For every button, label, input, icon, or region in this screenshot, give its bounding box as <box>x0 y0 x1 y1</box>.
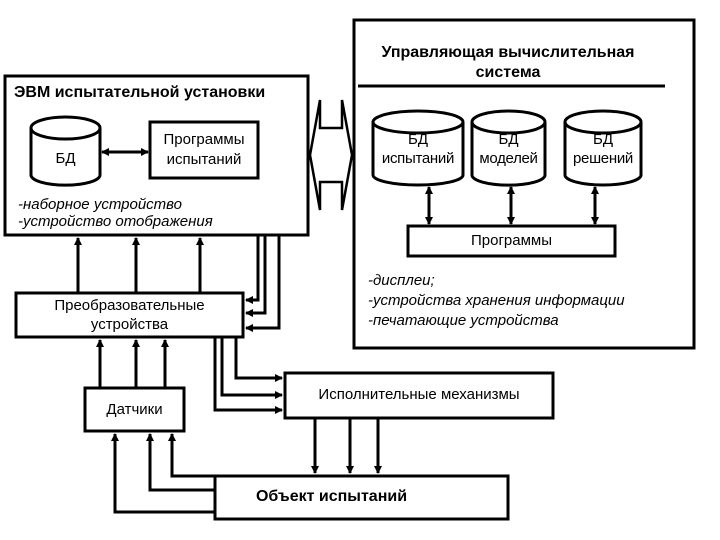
test-object-label: Объект испытаний <box>255 488 408 505</box>
converters-line1: Преобразовательные <box>54 297 205 314</box>
db-solutions-line2: решений <box>572 150 633 167</box>
converters-box <box>14 291 245 339</box>
left-programs-box <box>148 120 260 180</box>
evm-to-conv-arrow-3 <box>245 235 281 332</box>
db-models-line2: моделей <box>479 150 538 167</box>
actuators-label: Исполнительные механизмы <box>318 386 520 403</box>
sensors-label: Датчики <box>106 401 163 418</box>
left-programs-line2: испытаний <box>166 151 242 168</box>
right-device-2: -устройства хранения информации <box>368 292 625 309</box>
left-db-cylinder <box>29 115 102 187</box>
left-device-2: -устройство отображения <box>18 213 213 230</box>
left-device-1: -наборное устройство <box>18 196 183 213</box>
conv-to-act-arrow-2 <box>220 337 283 399</box>
actuators-box <box>283 371 555 420</box>
right-system-title-line1: Управляющая вычислительная <box>381 44 635 61</box>
obj-to-sensors-arrow-1 <box>168 433 215 478</box>
systems-double-arrow <box>308 99 354 211</box>
db-solutions-cylinder <box>563 109 643 187</box>
obj-to-sensors-arrow-2 <box>146 433 215 492</box>
db-models-line1: БД <box>498 131 519 148</box>
right-system-title-line2: система <box>475 64 541 81</box>
converters-line2: устройства <box>90 316 169 333</box>
left-system-title: ЭВМ испытательной установки <box>14 84 266 101</box>
right-device-1: -дисплеи; <box>368 272 435 289</box>
db-tests-line1: БД <box>407 131 428 148</box>
left-db-label: БД <box>55 150 76 167</box>
right-programs-box <box>406 224 617 258</box>
obj-to-sensors-arrow-3 <box>111 433 215 514</box>
db-tests-cylinder <box>371 109 465 187</box>
db-solutions-line1: БД <box>592 131 613 148</box>
db-tests-line2: испытаний <box>381 150 455 167</box>
right-device-3: -печатающие устройства <box>368 312 559 329</box>
db-models-cylinder <box>470 109 547 187</box>
right-programs-label: Программы <box>470 232 553 249</box>
test-object-box <box>213 474 510 521</box>
evm-to-conv-arrow-2 <box>245 235 267 317</box>
conv-to-act-arrow-3 <box>213 337 283 414</box>
conv-to-act-arrow-1 <box>234 337 283 382</box>
left-programs-line1: Программы <box>163 131 245 148</box>
evm-to-conv-arrow-1 <box>245 235 260 304</box>
